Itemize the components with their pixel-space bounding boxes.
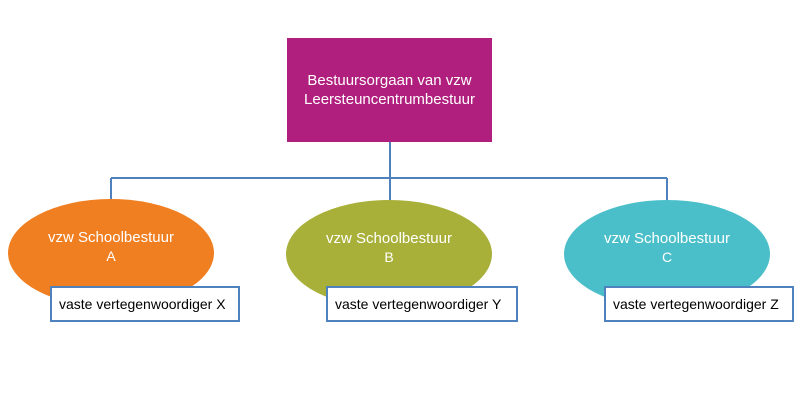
school-board-b-letter: B <box>384 249 394 265</box>
school-board-b-name: vzw Schoolbestuur <box>326 230 452 247</box>
governing-body-line2: Leersteuncentrumbestuur <box>304 91 475 108</box>
representative-box-x: vaste vertegenwoordiger X <box>50 286 240 322</box>
representative-box-z: vaste vertegenwoordiger Z <box>604 286 794 322</box>
representative-box-y: vaste vertegenwoordiger Y <box>326 286 518 322</box>
governing-body-line1: Bestuursorgaan van vzw <box>307 72 472 89</box>
school-board-a-letter: A <box>106 248 116 264</box>
school-board-c-letter: C <box>661 249 673 265</box>
school-board-a-name: vzw Schoolbestuur <box>48 229 174 246</box>
school-board-c-name: vzw Schoolbestuur <box>604 230 730 247</box>
governing-body-box: Bestuursorgaan van vzw Leersteuncentrumb… <box>287 38 492 142</box>
